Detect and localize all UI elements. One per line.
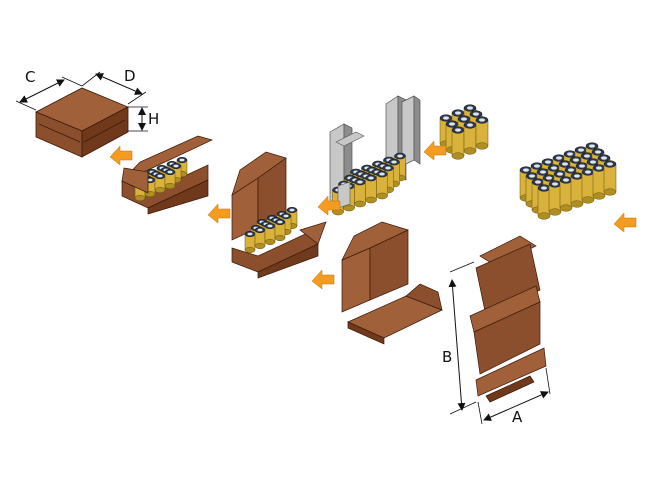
cell-icon — [463, 121, 477, 155]
cell-icon — [559, 176, 573, 212]
cell-icon — [581, 168, 595, 204]
cell-icon — [254, 227, 266, 249]
cell-icon — [164, 169, 176, 189]
closed-box — [35, 87, 129, 158]
cell-icon — [244, 231, 256, 253]
cell-group-step3 — [332, 152, 406, 216]
dimension-lines-blank — [448, 261, 551, 425]
dimension-label-c: C — [25, 68, 35, 86]
cell-icon — [286, 207, 298, 229]
folded-box-blank — [341, 221, 443, 345]
flat-box-blank — [469, 235, 547, 403]
cell-icon — [592, 164, 606, 200]
cell-icon — [570, 172, 584, 208]
cell-pack-large — [519, 142, 617, 220]
process-arrow-icon — [207, 203, 231, 224]
cell-icon — [475, 116, 489, 150]
cell-icon — [451, 126, 465, 160]
dimension-lines-box — [15, 71, 148, 132]
cell-icon — [170, 163, 182, 183]
cell-icon — [548, 180, 562, 216]
cell-icon — [537, 184, 551, 220]
dimension-label-a: A — [512, 408, 523, 426]
cell-icon — [376, 170, 388, 200]
cell-icon — [274, 219, 286, 241]
process-arrow-icon — [423, 140, 447, 161]
gripper-frame-with-cells — [329, 95, 421, 216]
process-arrow-icon — [317, 195, 341, 216]
process-arrows — [109, 140, 637, 290]
process-arrow-icon — [109, 145, 133, 166]
cell-icon — [365, 174, 377, 204]
dimension-label-d: D — [124, 67, 136, 85]
process-arrow-icon — [311, 269, 335, 290]
dimension-label-b: B — [442, 348, 452, 366]
cell-icon — [154, 173, 166, 193]
cell-pack-3x3 — [439, 104, 489, 160]
cell-icon — [354, 178, 366, 208]
process-arrow-icon — [613, 212, 637, 233]
cell-icon — [264, 223, 276, 245]
cell-icon — [603, 160, 617, 196]
box-with-cells-tall-flaps — [231, 151, 327, 279]
box-with-cells-open-flaps — [121, 135, 213, 215]
cell-group-step2 — [244, 207, 298, 253]
dimension-label-h: H — [148, 110, 159, 128]
